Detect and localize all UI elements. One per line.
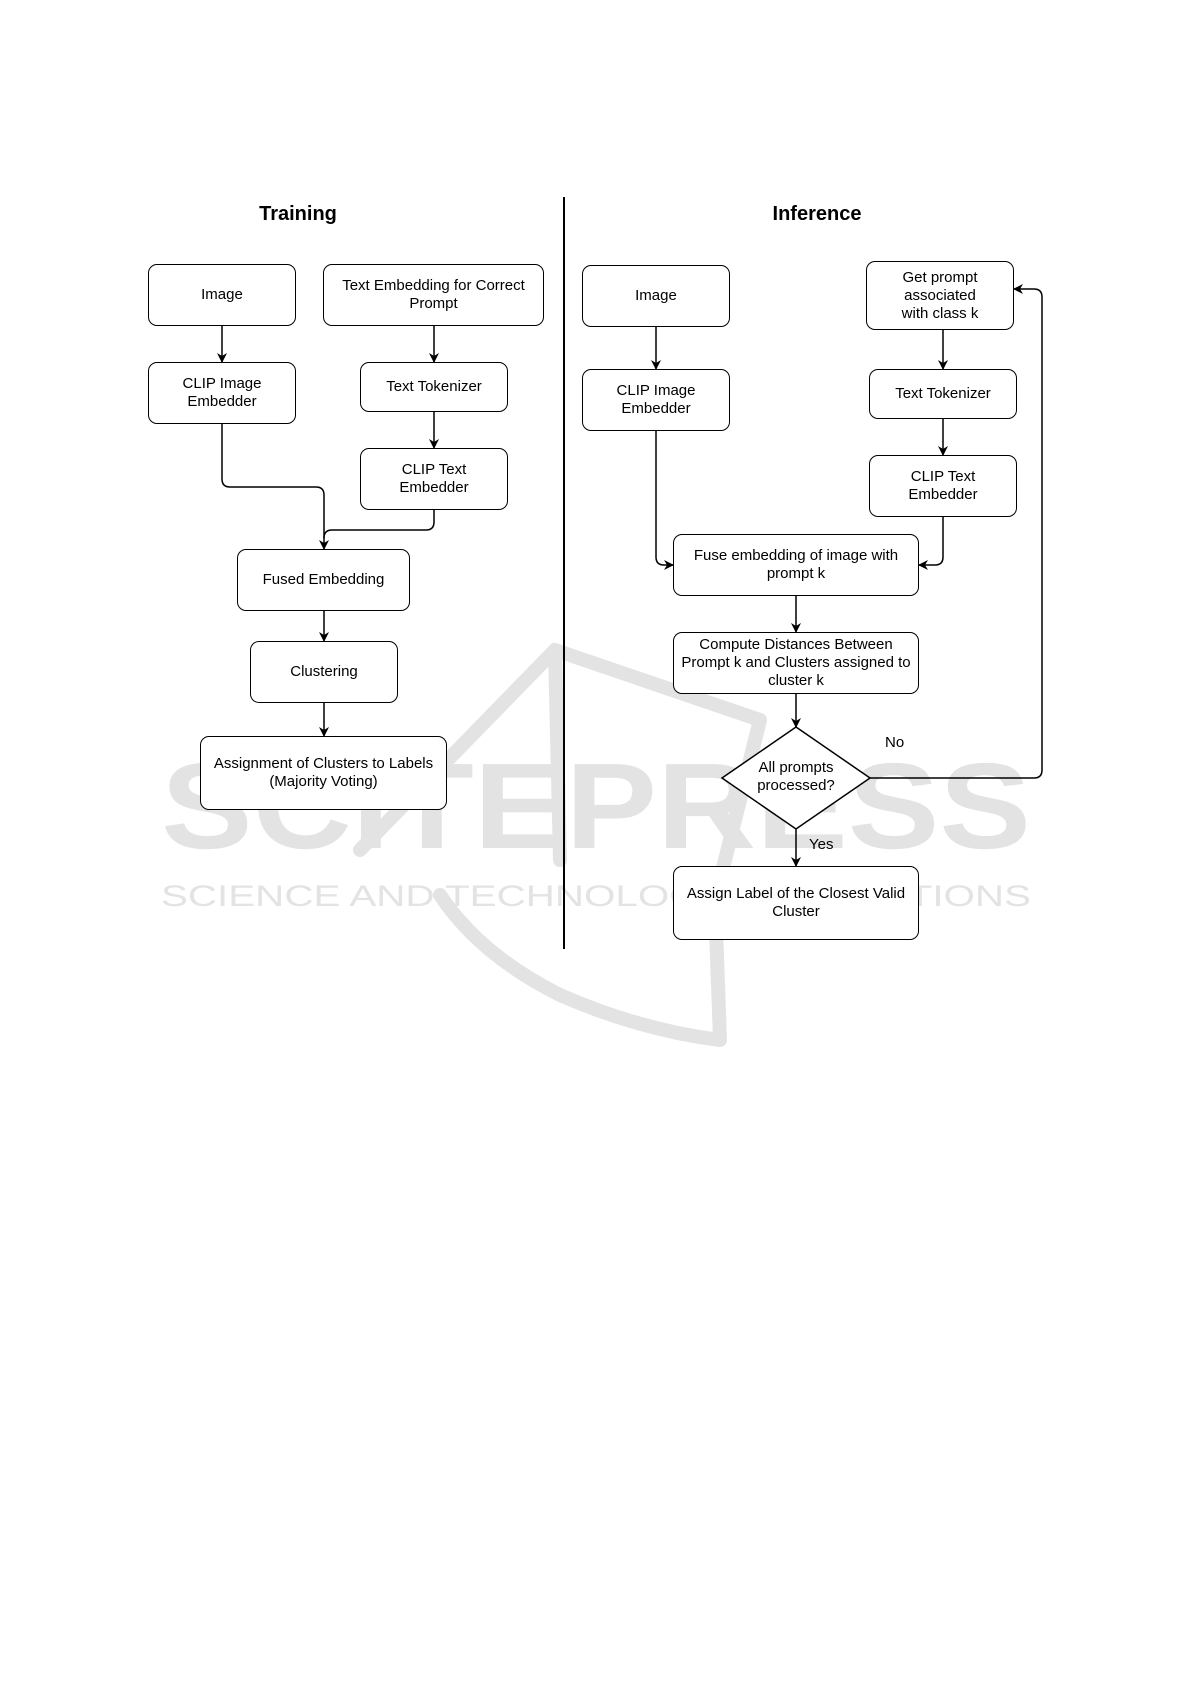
training-title: Training — [259, 203, 337, 225]
training-text-embedding-prompt-box: Text Embedding for Correct Prompt — [323, 264, 544, 326]
decision-yes-label: Yes — [809, 836, 834, 853]
training-fused-embedding-box: Fused Embedding — [237, 549, 410, 611]
inference-title: Inference — [772, 203, 862, 225]
inference-compute-distances-box: Compute Distances Between Prompt k and C… — [673, 632, 919, 694]
training-image-box: Image — [148, 264, 296, 326]
section-divider — [563, 197, 565, 949]
training-clip-text-embedder-box: CLIP Text Embedder — [360, 448, 508, 510]
inference-assign-label-box: Assign Label of the Closest Valid Cluste… — [673, 866, 919, 940]
inference-decision-text: All prompts processed? — [757, 759, 835, 794]
decision-no-label: No — [885, 734, 905, 751]
training-clip-image-embedder-box: CLIP Image Embedder — [148, 362, 296, 424]
watermark-book-shape — [353, 643, 767, 1047]
training-text-tokenizer-box: Text Tokenizer — [360, 362, 508, 412]
training-assignment-box: Assignment of Clusters to Labels (Majori… — [200, 736, 447, 810]
training-clustering-box: Clustering — [250, 641, 398, 703]
inference-fuse-embedding-box: Fuse embedding of image with prompt k — [673, 534, 919, 596]
watermark-book-fold — [548, 643, 567, 867]
inference-image-box: Image — [582, 265, 730, 327]
inference-clip-text-embedder-box: CLIP Text Embedder — [869, 455, 1017, 517]
inference-get-prompt-box: Get prompt associated with class k — [866, 261, 1014, 330]
inference-clip-image-embedder-box: CLIP Image Embedder — [582, 369, 730, 431]
inference-text-tokenizer-box: Text Tokenizer — [869, 369, 1017, 419]
